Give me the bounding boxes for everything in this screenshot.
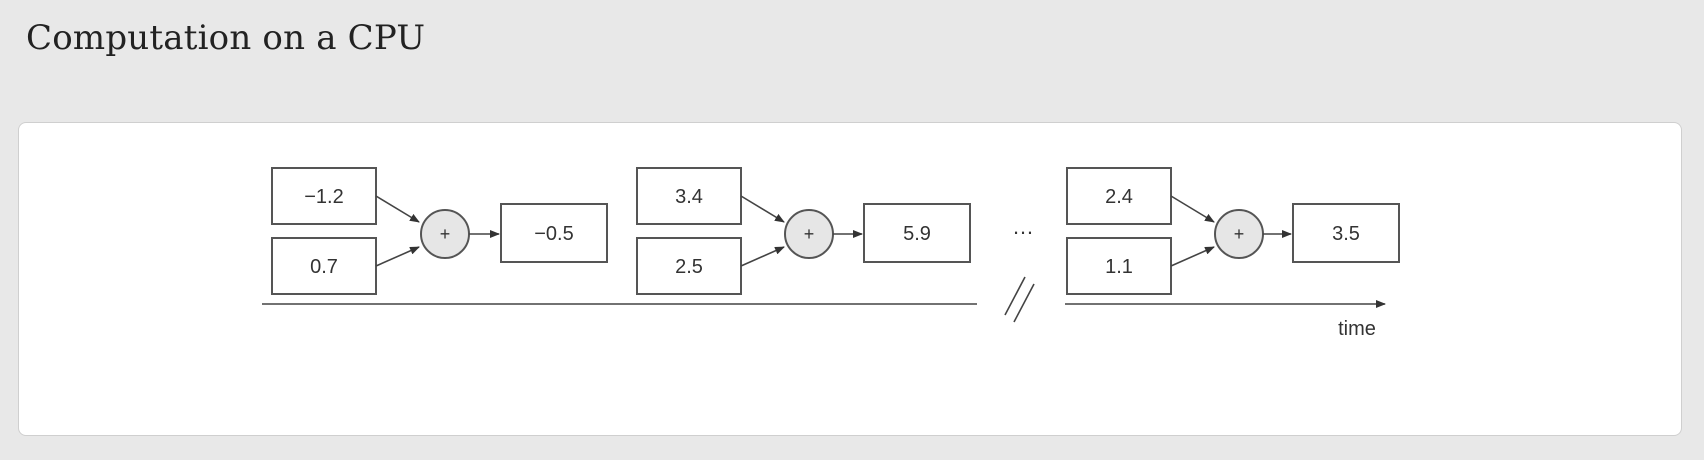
- output-box: [863, 203, 971, 263]
- axis-break-mark: [1013, 283, 1035, 323]
- output-box: [1292, 203, 1400, 263]
- input-value-b: 0.7: [310, 256, 338, 278]
- input-box-a: [636, 167, 742, 225]
- arrow-b-to-operator: [740, 246, 785, 267]
- operator-symbol: +: [1234, 224, 1245, 244]
- step-3: 2.4 1.1 + 3.5: [1066, 167, 1400, 295]
- ellipsis: …: [1012, 214, 1034, 239]
- output-value: −0.5: [534, 223, 573, 245]
- input-box-b: [1066, 237, 1172, 295]
- page-title: Computation on a CPU: [26, 18, 426, 58]
- step-1: −1.2 0.7 + −0.5: [271, 167, 608, 295]
- arrow-a-to-operator: [1170, 195, 1215, 223]
- input-box-b: [271, 237, 377, 295]
- output-value: 5.9: [903, 223, 931, 245]
- input-value-a: −1.2: [304, 186, 343, 208]
- operator-symbol: +: [804, 224, 815, 244]
- diagram-card: −1.2 0.7 + −0.5 3.4 2.5 +: [18, 122, 1682, 436]
- output-box: [500, 203, 608, 263]
- input-value-b: 1.1: [1105, 256, 1133, 278]
- time-axis-label: time: [1338, 318, 1376, 340]
- output-value: 3.5: [1332, 223, 1360, 245]
- input-value-a: 2.4: [1105, 186, 1133, 208]
- cpu-computation-diagram: −1.2 0.7 + −0.5 3.4 2.5 +: [262, 167, 1400, 340]
- input-box-a: [271, 167, 377, 225]
- operator-symbol: +: [440, 224, 451, 244]
- axis-break-mark: [1004, 276, 1026, 316]
- input-box-a: [1066, 167, 1172, 225]
- input-value-b: 2.5: [675, 256, 703, 278]
- arrow-b-to-operator: [1170, 246, 1215, 267]
- arrow-a-to-operator: [740, 195, 785, 223]
- arrow-b-to-operator: [375, 246, 420, 267]
- arrow-a-to-operator: [375, 195, 420, 223]
- step-2: 3.4 2.5 + 5.9: [636, 167, 971, 295]
- input-value-a: 3.4: [675, 186, 703, 208]
